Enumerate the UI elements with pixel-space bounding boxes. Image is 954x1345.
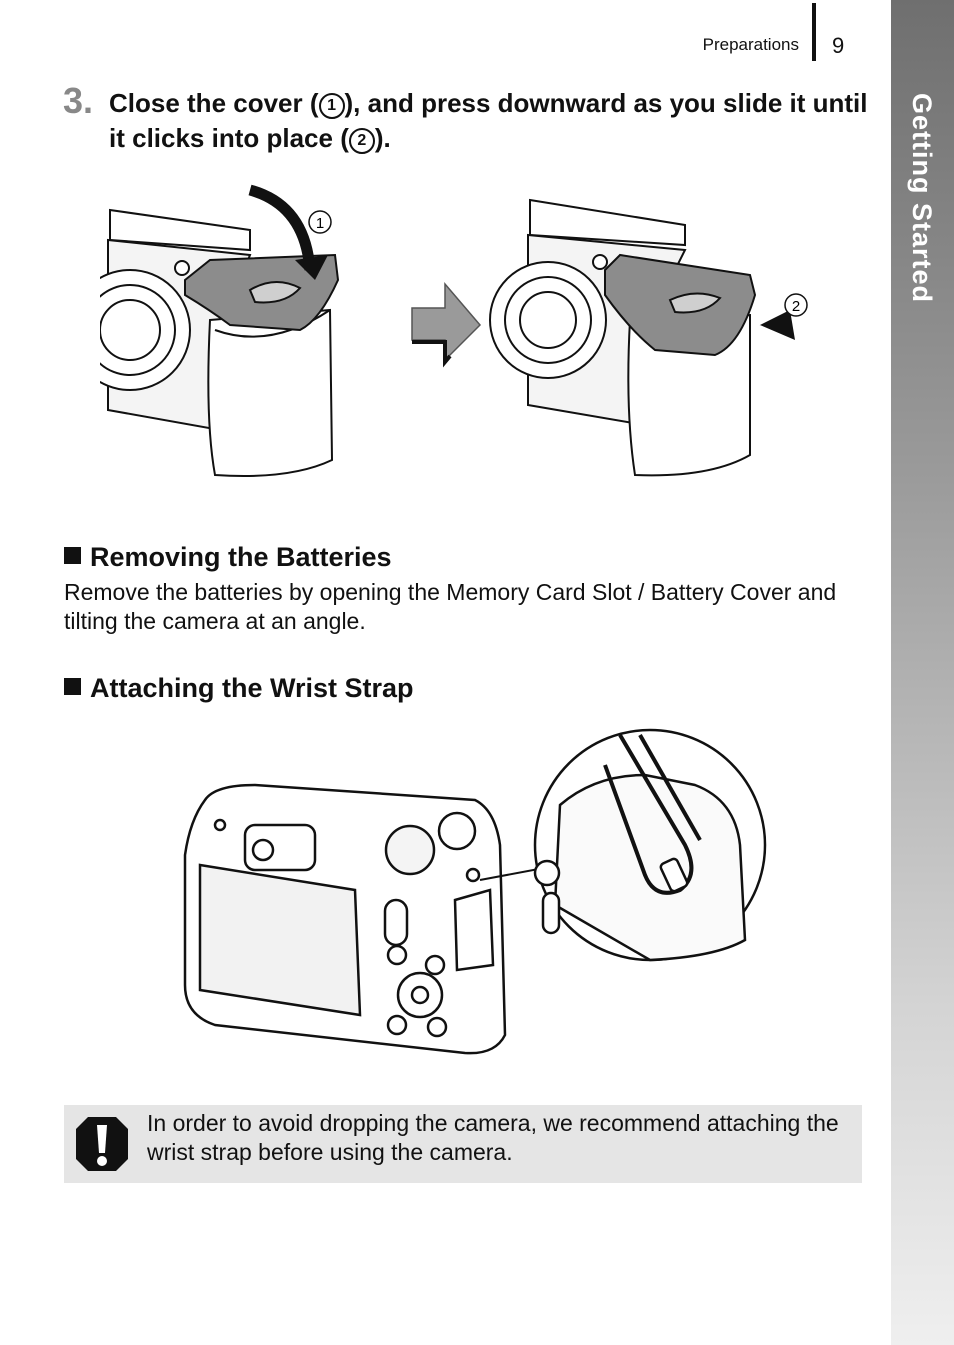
curved-arrow-down-icon xyxy=(248,184,316,271)
square-bullet-icon xyxy=(64,547,81,564)
header-divider xyxy=(812,3,816,61)
step-number: 3. xyxy=(63,80,94,121)
header-section-title: Preparations xyxy=(702,35,799,54)
square-bullet-icon xyxy=(64,678,81,695)
step-instruction: Close the cover (1), and press downward … xyxy=(109,88,868,154)
wrist-strap-heading: Attaching the Wrist Strap xyxy=(64,672,414,704)
side-tab-label: Getting Started xyxy=(907,93,937,304)
cover-closing-illustration: 1 2 xyxy=(100,184,808,477)
caution-box: In order to avoid dropping the camera, w… xyxy=(64,1105,862,1183)
arrow-right-icon xyxy=(411,281,482,368)
caution-text: In order to avoid dropping the camera, w… xyxy=(147,1110,839,1165)
callout-1: 1 xyxy=(316,215,324,232)
removing-batteries-text: Remove the batteries by opening the Memo… xyxy=(64,579,837,634)
wrist-strap-illustration xyxy=(183,728,767,1055)
page-number: 9 xyxy=(832,33,845,58)
camera-right-drawing xyxy=(489,198,757,477)
callout-2: 2 xyxy=(792,298,800,315)
circled-number-2: 2 xyxy=(348,128,375,154)
camera-left-drawing xyxy=(100,208,340,477)
side-tab xyxy=(891,0,954,1345)
caution-exclamation-icon xyxy=(76,1117,128,1171)
camera-back-drawing xyxy=(183,783,507,1055)
circled-number-1: 1 xyxy=(318,93,345,119)
removing-batteries-heading: Removing the Batteries xyxy=(64,541,392,573)
strap-detail-circle xyxy=(533,728,767,962)
push-arrow-icon xyxy=(750,310,795,340)
